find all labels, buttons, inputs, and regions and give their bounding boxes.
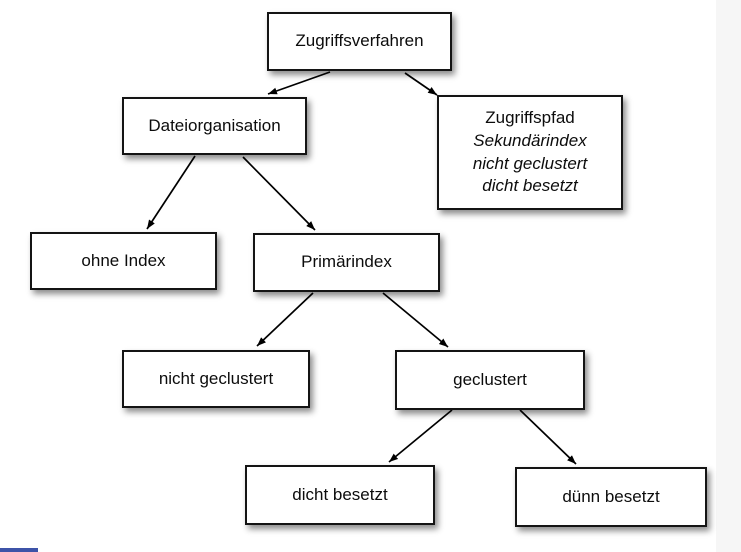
- slide-footer-accent-line: [0, 548, 38, 552]
- edge-geclustert-dicht-besetzt: [388, 409, 453, 463]
- edge-primaerindex-nicht-geclustert: [256, 292, 314, 347]
- node-label-line4: dicht besetzt: [482, 176, 578, 196]
- node-label: dicht besetzt: [292, 484, 388, 504]
- node-label: dünn besetzt: [562, 486, 660, 506]
- node-label: Zugriffsverfahren: [295, 31, 424, 51]
- edge-dateiorganisation-primaerindex: [242, 156, 316, 231]
- edge-dateiorganisation-ohne-index: [146, 155, 196, 230]
- node-duenn-besetzt: dünn besetzt: [515, 467, 707, 527]
- node-zugriffspfad: Zugriffspfad Sekundärindex nicht geclust…: [437, 95, 623, 210]
- node-geclustert: geclustert: [395, 350, 585, 410]
- edge-geclustert-duenn-besetzt: [519, 409, 577, 465]
- node-zugriffsverfahren: Zugriffsverfahren: [267, 12, 452, 71]
- node-nicht-geclustert: nicht geclustert: [122, 350, 310, 408]
- node-label-line2: Sekundärindex: [473, 130, 587, 150]
- node-label: Dateiorganisation: [148, 115, 281, 135]
- edge-zugriffsverfahren-dateiorganisation: [267, 71, 331, 95]
- page-edge-strip: [716, 0, 741, 552]
- node-ohne-index: ohne Index: [30, 232, 217, 290]
- node-label: ohne Index: [81, 250, 166, 270]
- node-label-line1: Zugriffspfad: [485, 107, 575, 127]
- node-dateiorganisation: Dateiorganisation: [122, 97, 307, 155]
- node-label: geclustert: [453, 369, 527, 389]
- node-label: nicht geclustert: [158, 368, 274, 388]
- node-label-line3: nicht geclustert: [472, 153, 588, 173]
- edge-primaerindex-geclustert: [382, 292, 449, 348]
- node-dicht-besetzt: dicht besetzt: [245, 465, 435, 525]
- edge-zugriffsverfahren-zugriffspfad: [404, 72, 438, 96]
- node-primaerindex: Primärindex: [253, 233, 440, 292]
- node-label: Primärindex: [301, 252, 392, 272]
